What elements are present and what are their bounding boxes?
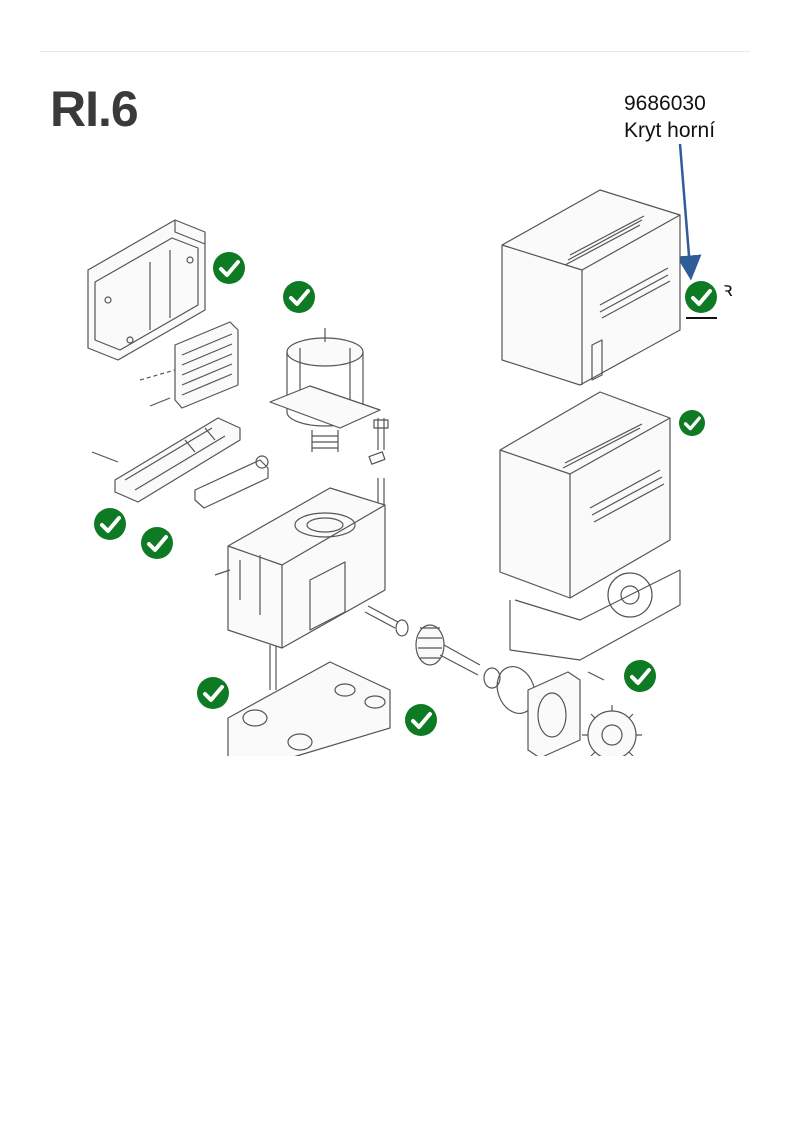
bottom-bracket-part: [114, 417, 241, 503]
transformer-part: [174, 321, 239, 409]
gearbox-housing-part: [227, 487, 386, 649]
flange-part: [527, 671, 581, 759]
control-board-part: [87, 219, 206, 361]
worm-gear-part: [415, 624, 501, 689]
upper-cover-part: [501, 189, 681, 386]
callout-arrow: [676, 143, 702, 281]
callout-part-number: 9686030: [624, 92, 706, 115]
check-circle-icon: [679, 410, 705, 436]
check-circle-icon: [141, 527, 173, 559]
callout-part-name: Kryt horní: [624, 119, 716, 142]
motor-part: [269, 328, 381, 452]
limit-switch-part: [194, 455, 269, 509]
callout-fragment: ꝛ: [723, 279, 733, 301]
page-title: RI.6: [50, 81, 139, 137]
check-circle-icon: [685, 281, 717, 313]
top-divider: [40, 51, 750, 52]
shaft-bearing-part: [364, 605, 409, 637]
check-circle-icon: [94, 508, 126, 540]
check-circle-icon: [197, 677, 229, 709]
check-circle-icon: [624, 660, 656, 692]
assembled-unit-part: [499, 391, 681, 661]
pinion-gear-part: [582, 705, 642, 760]
check-circle-icon: [405, 704, 437, 736]
check-circle-icon: [213, 252, 245, 284]
base-plate-part: [227, 661, 391, 759]
check-circle-icon: [283, 281, 315, 313]
o-ring-part: [496, 666, 536, 714]
